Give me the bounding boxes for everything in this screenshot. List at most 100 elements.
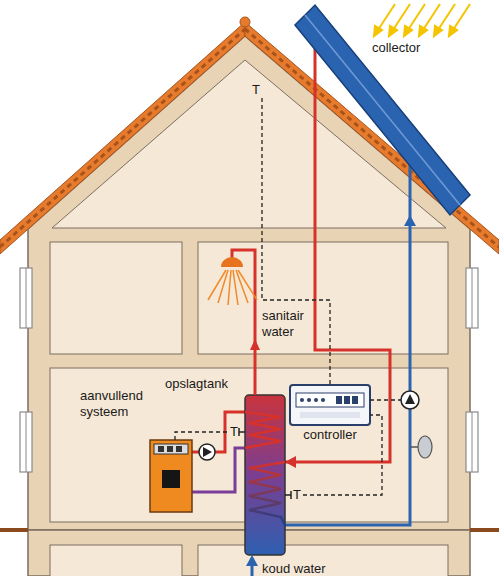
display-digit: [158, 446, 164, 452]
annotation-label: koud water: [262, 561, 352, 576]
pipe-line: [192, 412, 245, 452]
spray-line: [208, 270, 226, 300]
ground-line: [470, 528, 499, 532]
sensor-probe: [239, 431, 245, 433]
spray-line: [218, 270, 228, 303]
sun-ray-head: [434, 26, 442, 36]
pump-symbol: [199, 444, 215, 460]
sun-ray: [378, 4, 395, 30]
pipe-connector: [285, 215, 390, 468]
control-wires: [175, 98, 401, 495]
collector-shape: [290, 0, 470, 215]
window: [20, 268, 32, 328]
display-dot: [300, 398, 304, 402]
sun-ray: [393, 4, 410, 30]
sensor-probe: [238, 428, 240, 436]
sensor-wire: [262, 98, 330, 385]
hot-water-pipe: [232, 250, 255, 395]
flow-arrow: [250, 339, 260, 350]
node-label: opslagtank: [165, 376, 245, 392]
sun-ray: [438, 4, 455, 30]
panel-line: [305, 15, 460, 205]
basement-room: [50, 545, 182, 576]
storage-tank: opslagtank: [245, 395, 285, 555]
node-label: collector: [372, 40, 452, 56]
display-dot: [314, 398, 318, 402]
display-digit: [344, 396, 350, 404]
sensor-wire: [175, 432, 227, 440]
pipe-line: [192, 448, 245, 492]
display-digit: [176, 446, 182, 452]
pump-arrow: [405, 394, 415, 404]
arrow-head: [285, 456, 296, 468]
shower-head: [221, 257, 243, 267]
window: [466, 268, 478, 328]
node-label: aanvullend systeem: [80, 388, 164, 420]
sun-ray: [408, 4, 425, 30]
annotation-label: T: [252, 82, 266, 98]
sensor-probe: [290, 491, 292, 499]
sun-ray: [453, 4, 470, 30]
pipe-line: [285, 215, 410, 525]
controller-panel: [300, 412, 360, 418]
flow-arrow: [246, 555, 258, 566]
spray-line: [233, 270, 238, 305]
window-bar: [472, 412, 473, 472]
window: [466, 412, 478, 472]
boiler-body: [150, 440, 192, 512]
collector-panel: [295, 5, 470, 215]
annotation-label: T: [293, 487, 303, 503]
controller-body: [290, 385, 370, 425]
pump-wire: [370, 399, 401, 400]
window-bar: [472, 268, 473, 328]
boiler-display: [154, 444, 188, 454]
sun-ray-head: [374, 26, 382, 36]
tank-shape: [245, 395, 285, 555]
window-bar: [26, 412, 27, 472]
display-dot: [321, 398, 325, 402]
display-digit: [352, 396, 358, 404]
heat-coil: [249, 462, 285, 525]
expansion-vessel: [418, 436, 432, 458]
roof-tiles: [245, 22, 499, 254]
sun-ray: [423, 4, 440, 30]
pump-arrow: [203, 447, 212, 457]
backup-heater: aanvullend systeem: [150, 440, 192, 512]
pipe-stub: [314, 48, 317, 215]
shower-spray: [208, 270, 257, 305]
window-bar: [26, 268, 27, 328]
burner-window: [162, 470, 180, 488]
sun-ray-head: [389, 26, 397, 36]
spray-line: [236, 270, 248, 303]
sensor-probe: [285, 494, 291, 496]
heat-coil: [245, 412, 281, 448]
sun-ray-head: [419, 26, 427, 36]
node-label: controller: [290, 427, 370, 443]
ground-line: [0, 528, 28, 532]
sun-rays: [374, 4, 470, 36]
roof-tiles: [0, 22, 245, 254]
pipe-connector: [285, 215, 416, 525]
solar-collector: collector: [290, 0, 470, 215]
roof-ornament: [240, 17, 250, 27]
display-digit: [336, 396, 342, 404]
window: [20, 412, 32, 472]
sun-ray-head: [404, 26, 412, 36]
tile-pattern: [245, 29, 499, 247]
controller-shape: [290, 385, 370, 425]
controller-display: [296, 393, 364, 407]
room: [50, 242, 182, 354]
vessel-connection: [410, 446, 418, 448]
boiler-shape: [150, 440, 192, 512]
spray-line: [238, 270, 257, 300]
sun-ray-head: [449, 26, 457, 36]
pipe-stub: [409, 164, 412, 215]
annotation-label: T: [230, 424, 240, 440]
display-digit: [167, 446, 173, 452]
controller-box: controller: [290, 385, 370, 425]
sensor-wire: [303, 415, 382, 495]
arrow-head: [404, 215, 416, 226]
